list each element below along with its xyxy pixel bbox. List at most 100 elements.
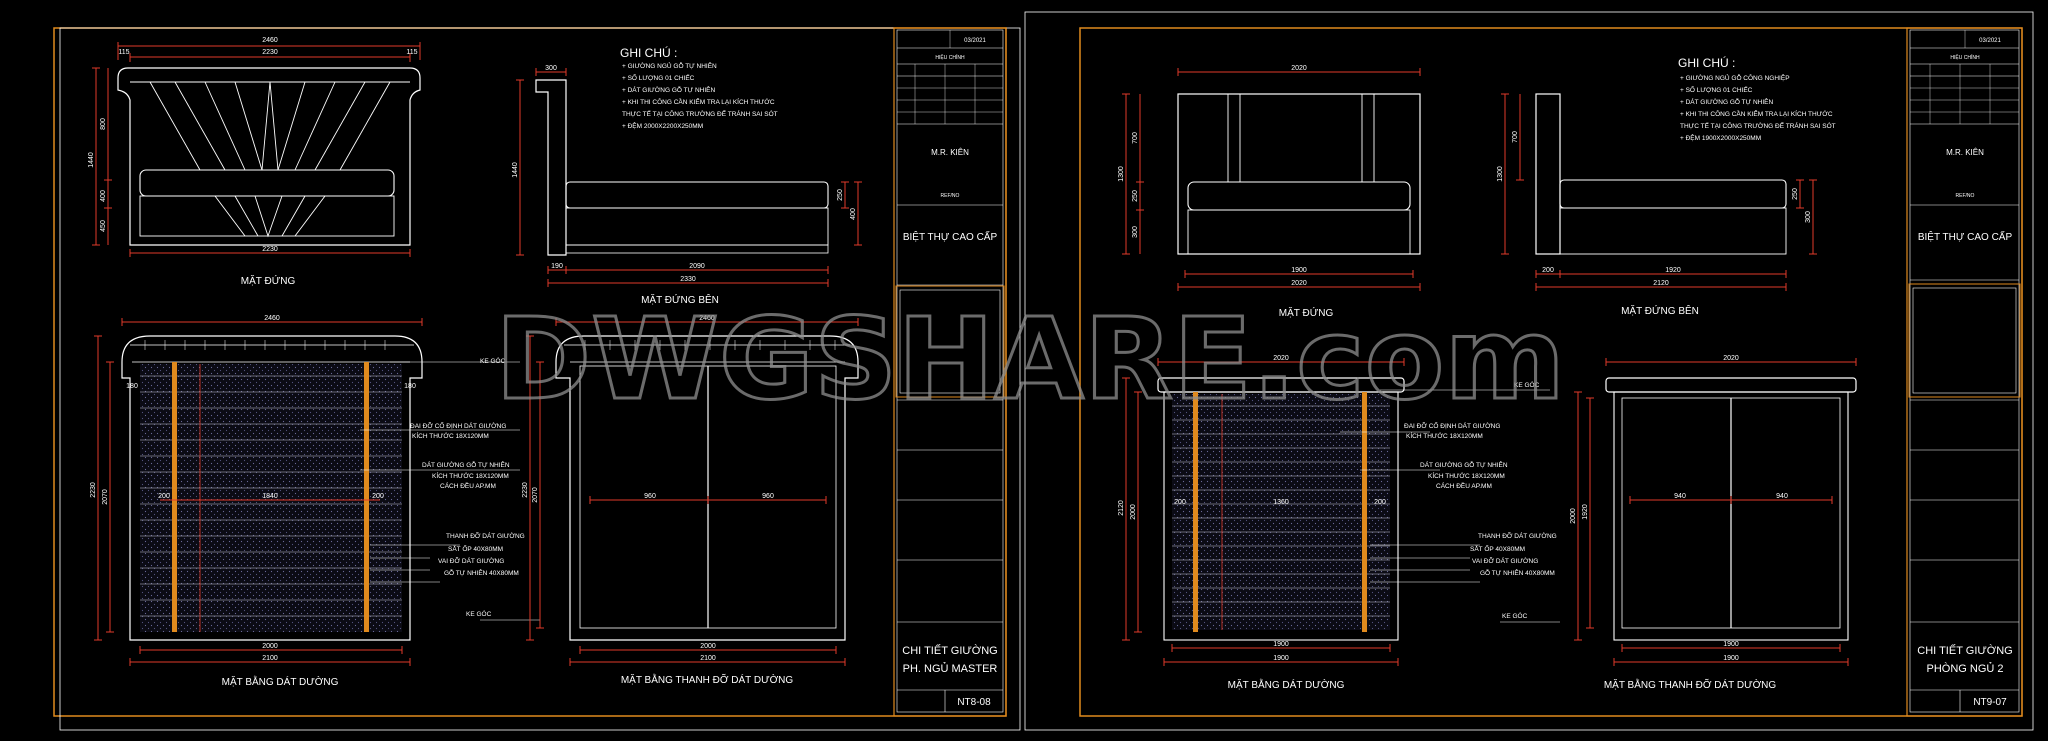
dim-plan2-height: 2120: [1118, 500, 1125, 516]
dim-front-side-right: 115: [406, 49, 417, 56]
dim-support2-height-2: 2000: [1570, 508, 1577, 524]
title-block-2: 03/2021 HIỆU CHỈNH M.R. KIÊN REF/NO BIỆT…: [1906, 27, 2023, 717]
callout-go-tu-nhien-1: GỖ TỰ NHIÊN 40X80MM: [444, 568, 519, 577]
view-label-front-2: MẶT ĐỨNG: [1279, 306, 1334, 319]
sheet-1-client: M.R. KIÊN: [931, 148, 969, 157]
notes-1: GHI CHÚ : + GIƯỜNG NGỦ GỖ TỰ NHIÊN + SỐ …: [620, 45, 778, 130]
support-rail: [1362, 392, 1367, 632]
dim-side2-height-1: 700: [1512, 131, 1519, 143]
sheet-2-drawing-title-1: CHI TIẾT GIƯỜNG: [1917, 644, 2012, 657]
dim-support-bottom-2: 2100: [700, 655, 716, 662]
sheet-2-drawing-title-2: PHÒNG NGỦ 2: [1926, 662, 2003, 675]
dim-support2-mid-2: 940: [1776, 493, 1788, 500]
dim-side-r1: 250: [837, 189, 844, 201]
title-block-1: 03/2021 HIỆU CHỈNH M.R. KIÊN REF/NO BIỆT…: [893, 27, 1007, 717]
slats-1: [140, 375, 402, 617]
callout-dat-giuong-size-2: KÍCH THƯỚC 18X120MM: [1428, 471, 1505, 480]
dim-front2-bottom-1: 1900: [1291, 267, 1307, 274]
sheet-1-code: REF/NO: [941, 193, 960, 199]
dim-front2-bottom-2: 2020: [1291, 280, 1307, 287]
callout-dat-giuong-2: DÁT GIƯỜNG GỖ TỰ NHIÊN: [1420, 460, 1508, 469]
dim-side-r2: 400: [850, 208, 857, 220]
dim-plan2-mid: 1360: [1273, 499, 1289, 506]
dim-plan2-bottom-1: 1900: [1273, 641, 1289, 648]
dim-front-bottom: 2230: [262, 246, 278, 253]
dim-plan-edge2-right: 200: [372, 493, 384, 500]
notes-1-title: GHI CHÚ :: [620, 45, 677, 60]
notes-2-line: + ĐỆM 1900X2000X250MM: [1680, 133, 1761, 142]
dim-front-height-2: 400: [100, 190, 107, 202]
sheet-1-date: 03/2021: [964, 38, 986, 44]
notes-2-title: GHI CHÚ :: [1678, 55, 1735, 70]
sheet-1-drawing-title-1: CHI TIẾT GIƯỜNG: [902, 644, 997, 657]
dim-support2-bottom-1: 1900: [1723, 641, 1739, 648]
dim-support2-top: 2020: [1723, 355, 1739, 362]
dim-plan-height-2: 2070: [102, 489, 109, 505]
support-rail: [1193, 392, 1198, 632]
dim-plan2-top: 2020: [1273, 355, 1289, 362]
dim-front2-height-2: 250: [1132, 190, 1139, 202]
dim-front-height: 1440: [88, 152, 95, 168]
sheet-2-revision-label: HIỆU CHỈNH: [1950, 53, 1980, 61]
sheet-2-number: NT9-07: [1973, 697, 2007, 708]
sheet-1-revision-label: HIỆU CHỈNH: [935, 53, 965, 61]
dim-support-mid-1: 960: [644, 493, 656, 500]
callout-dai-do-size-1: KÍCH THƯỚC 18X120MM: [412, 431, 489, 440]
dim-plan-top: 2460: [264, 315, 280, 322]
sheet-1-border: [59, 27, 1021, 731]
notes-1-line: + DÁT GIƯỜNG GỖ TỰ NHIÊN: [622, 85, 715, 94]
dim-support-mid-2: 960: [762, 493, 774, 500]
callout-ke-goc-bottom-2: KE GÓC: [1502, 611, 1528, 620]
sheet-2-code: REF/NO: [1956, 193, 1975, 199]
support-rail: [172, 362, 177, 632]
sheet-2-border: [1024, 11, 2034, 731]
dim-front-width-total: 2460: [262, 37, 278, 44]
slats-2: [1172, 405, 1390, 617]
callout-dat-giuong-gap-1: CÁCH ĐỀU AP.MM: [440, 480, 496, 490]
notes-2-line: THỰC TẾ TẠI CÔNG TRƯỜNG ĐỂ TRÁNH SAI SÓT: [1680, 120, 1836, 130]
sheet-1-number: NT8-08: [957, 697, 991, 708]
dim-plan2-bottom-2: 1900: [1273, 655, 1289, 662]
dim-front-height-1: 800: [100, 118, 107, 130]
notes-2-line: + GIƯỜNG NGỦ GỖ CÔNG NGHIỆP: [1680, 73, 1790, 82]
callout-dat-giuong-size-1: KÍCH THƯỚC 18X120MM: [432, 471, 509, 480]
dim-side2-left: 200: [1542, 267, 1554, 274]
callout-sat-op-2: SẮT ỐP 40X80MM: [1470, 543, 1525, 553]
dim-side-left: 190: [551, 263, 563, 270]
plan-slats-1: 2460 180 180 200 1840 200 2000 2100 2230…: [90, 315, 423, 688]
dim-support-top: 2460: [699, 315, 715, 322]
view-label-front-1: MẶT ĐỨNG: [241, 274, 296, 287]
dim-support-height: 2070: [532, 487, 539, 503]
dim-support-height-2: 2230: [522, 482, 529, 498]
view-label-plan-1: MẶT BẰNG DÁT DƯỜNG: [222, 675, 339, 688]
dim-side-top: 300: [545, 65, 557, 72]
watermark: DWGSHARE.com: [495, 295, 1565, 425]
sheet-2: 03/2021 HIỆU CHỈNH M.R. KIÊN REF/NO BIỆT…: [1118, 27, 2023, 717]
notes-2-line: + KHI THI CÔNG CẦN KIỂM TRA LẠI KÍCH THƯ…: [1680, 108, 1833, 118]
callout-thanh-do-2: THANH ĐỠ DÁT GIƯỜNG: [1478, 531, 1557, 540]
dim-front2-height-1: 700: [1132, 132, 1139, 144]
dim-side-height: 1440: [512, 162, 519, 178]
dim-plan2-edge-right: 200: [1374, 499, 1386, 506]
dim-side-total: 2330: [680, 276, 696, 283]
sheet-1-drawing-title-2: PH. NGỦ MASTER: [903, 662, 998, 675]
support-rail: [364, 362, 369, 632]
view-label-support-2: MẶT BẰNG THANH ĐỠ DÁT DƯỜNG: [1604, 678, 1777, 691]
dim-side2-r1: 250: [1792, 188, 1799, 200]
dim-side2-height: 1300: [1497, 166, 1504, 182]
dim-plan2-height-2: 2000: [1130, 504, 1137, 520]
dim-support2-height: 1920: [1582, 504, 1589, 520]
callout-thanh-do-1: THANH ĐỠ DÁT GIƯỜNG: [446, 531, 525, 540]
callouts-2: KE GÓC ĐAI ĐỠ CỐ ĐỊNH DÁT GIƯỜNG KÍCH TH…: [1340, 380, 1560, 623]
plan-slats-2: 2020 200 1360 200 1900 1900 2120 2000 MẶ…: [1118, 355, 1405, 691]
sheet-2-date: 03/2021: [1979, 38, 2001, 44]
callout-vai-do-2: VAI ĐỠ DÁT GIƯỜNG: [1472, 556, 1538, 565]
notes-1-line: + KHI THI CÔNG CẦN KIỂM TRA LẠI KÍCH THƯ…: [622, 96, 775, 106]
callouts-1: KE GÓC ĐAI ĐỠ CỐ ĐỊNH DÁT GIƯỜNG KÍCH TH…: [360, 356, 540, 621]
dim-front-height-3: 450: [100, 220, 107, 232]
sheet-2-project: BIỆT THỰ CAO CẤP: [1918, 230, 2013, 243]
dim-side2-mid: 1920: [1665, 267, 1681, 274]
dim-front-width-inner: 2230: [262, 49, 278, 56]
callout-go-tu-nhien-2: GỖ TỰ NHIÊN 40X80MM: [1480, 568, 1555, 577]
